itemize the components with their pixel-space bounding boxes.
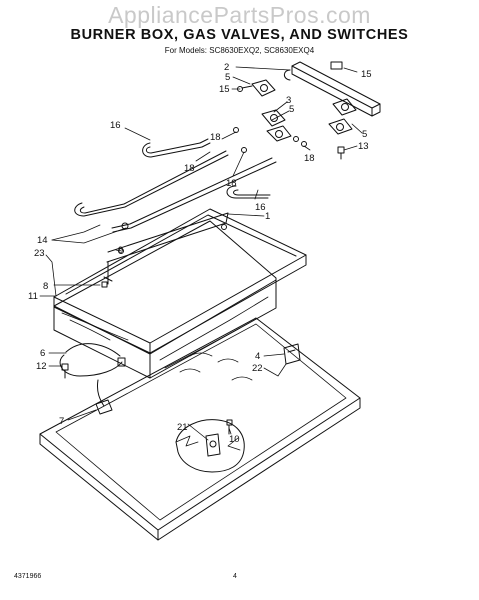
callout-22: 22 xyxy=(252,363,263,374)
page-number: 4 xyxy=(233,573,237,580)
callout-5: 5 xyxy=(289,104,294,115)
callout-16: 16 xyxy=(255,202,266,213)
burner-box-fasteners xyxy=(101,224,227,288)
callout-18: 18 xyxy=(210,132,221,143)
callout-21: 21 xyxy=(177,422,188,433)
screw-13 xyxy=(337,146,345,160)
callout-15: 15 xyxy=(219,84,230,95)
burner-tube-lower xyxy=(226,185,271,199)
callout-5: 5 xyxy=(225,72,230,83)
orifice-fittings xyxy=(233,127,307,153)
callout-labels: 2 5 15 15 3 5 16 18 5 13 18 18 18 16 1 1… xyxy=(28,62,372,445)
callout-8: 8 xyxy=(43,281,48,292)
callout-1: 1 xyxy=(265,211,270,222)
callout-12: 12 xyxy=(36,361,47,372)
callout-4: 4 xyxy=(255,351,260,362)
callout-11: 11 xyxy=(28,291,38,302)
callout-18: 18 xyxy=(184,163,195,174)
watermark: AppliancePartsPros.com xyxy=(108,2,371,28)
callout-9: 9 xyxy=(118,245,123,256)
callout-10: 10 xyxy=(229,434,240,445)
burner-box xyxy=(53,208,307,354)
callout-23: 23 xyxy=(34,248,45,259)
model-subtitle: For Models: SC8630EXQ2, SC8630EXQ4 xyxy=(164,46,315,55)
document-number: 4371966 xyxy=(14,573,42,580)
callout-3: 3 xyxy=(286,95,291,106)
burner-cutout xyxy=(175,419,245,473)
pan-vent-holes xyxy=(179,352,253,381)
callout-16: 16 xyxy=(110,120,121,131)
callout-5: 5 xyxy=(362,129,367,140)
igniter-21 xyxy=(205,433,221,457)
callout-14: 14 xyxy=(37,235,48,246)
callout-6: 6 xyxy=(40,348,45,359)
page-title: BURNER BOX, GAS VALVES, AND SWITCHES xyxy=(70,27,409,43)
gas-valve-right xyxy=(328,98,357,135)
callout-18: 18 xyxy=(304,153,315,164)
cooktop-pan xyxy=(39,317,361,541)
screw-10 xyxy=(226,419,233,435)
callout-13: 13 xyxy=(358,141,369,152)
gas-valve-left xyxy=(237,79,276,97)
callout-18: 18 xyxy=(226,178,237,189)
screw-12 xyxy=(61,363,69,379)
callout-2: 2 xyxy=(224,62,229,73)
wire-harness xyxy=(59,343,126,407)
switch-7 xyxy=(95,399,113,415)
leader-lines xyxy=(39,66,363,441)
gas-valve-center xyxy=(261,109,292,142)
callout-7: 7 xyxy=(59,416,64,427)
burner-tube-upper xyxy=(142,138,211,158)
gas-manifold xyxy=(283,61,381,117)
callout-15: 15 xyxy=(361,69,372,80)
burner-tube-left xyxy=(74,150,229,217)
insulation-pad xyxy=(53,220,277,379)
